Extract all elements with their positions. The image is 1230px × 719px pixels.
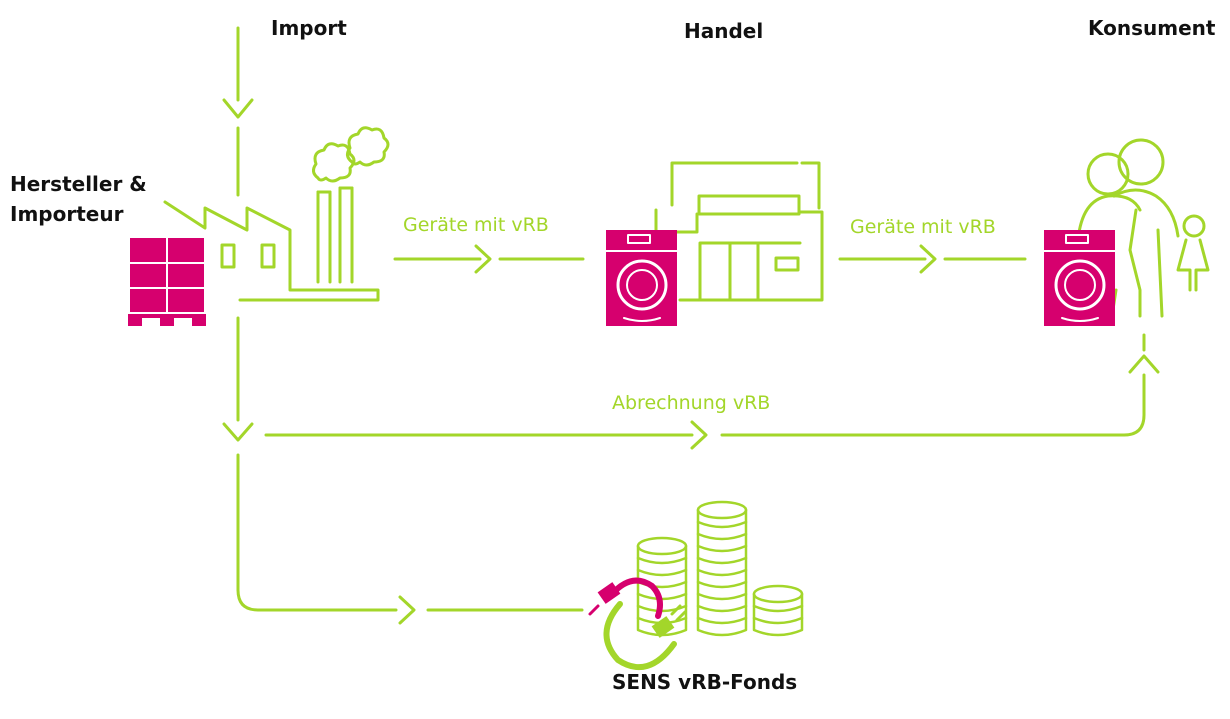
- plug-icon: [588, 577, 687, 671]
- import-arrow: [222, 26, 254, 197]
- flow-label-geraete-1: Geräte mit vRB: [403, 214, 549, 236]
- abrechnung-arrow: [264, 333, 1160, 450]
- hersteller-label-line1: Hersteller &: [10, 172, 147, 196]
- fonds-label: SENS vRB-Fonds: [612, 670, 798, 694]
- flow-arrow-1: [393, 244, 585, 274]
- washing-machine-icon: [605, 230, 678, 326]
- family-icon: [1076, 138, 1210, 318]
- import-label: Import: [271, 16, 347, 40]
- shop-icon: [654, 161, 824, 302]
- flow-label-geraete-2: Geräte mit vRB: [850, 216, 996, 238]
- settlement-down-arrow: [222, 316, 398, 612]
- konsument-label: Konsument: [1088, 16, 1216, 40]
- fund-arrow: [398, 595, 584, 625]
- hersteller-label-line2: Importeur: [10, 202, 124, 226]
- pallet-boxes-icon: [128, 237, 206, 326]
- coin-stacks-icon: [636, 500, 804, 637]
- factory-icon: [163, 126, 390, 302]
- flow-arrow-2: [838, 244, 1027, 274]
- handel-label: Handel: [684, 19, 764, 43]
- washing-machine-icon: [1043, 230, 1116, 326]
- flow-label-abrechnung: Abrechnung vRB: [612, 392, 771, 414]
